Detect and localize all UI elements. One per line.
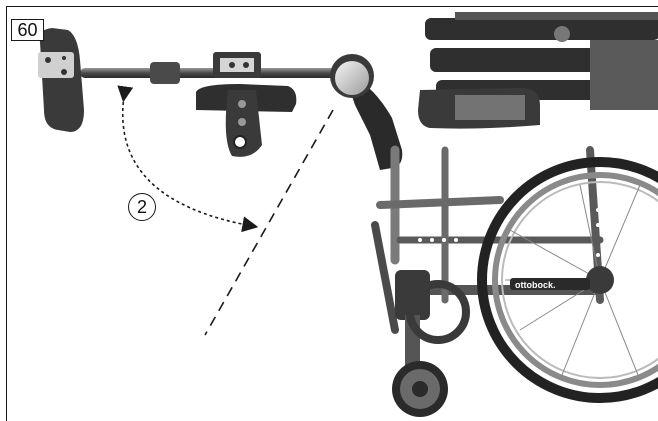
figure-number: 60 [11, 19, 44, 41]
armrest [418, 88, 540, 129]
caster-assembly [392, 270, 470, 417]
hand-support [196, 84, 297, 157]
step-callout: 2 [128, 193, 156, 221]
control-module [38, 28, 84, 132]
figure-frame [6, 6, 658, 421]
brand-label: ottobock. [515, 280, 556, 290]
control-arm [80, 52, 340, 84]
rotation-arrow-icon [117, 85, 259, 233]
rear-wheel [477, 157, 658, 403]
swing-guide-line [204, 109, 334, 336]
pivot-knob [330, 54, 403, 170]
